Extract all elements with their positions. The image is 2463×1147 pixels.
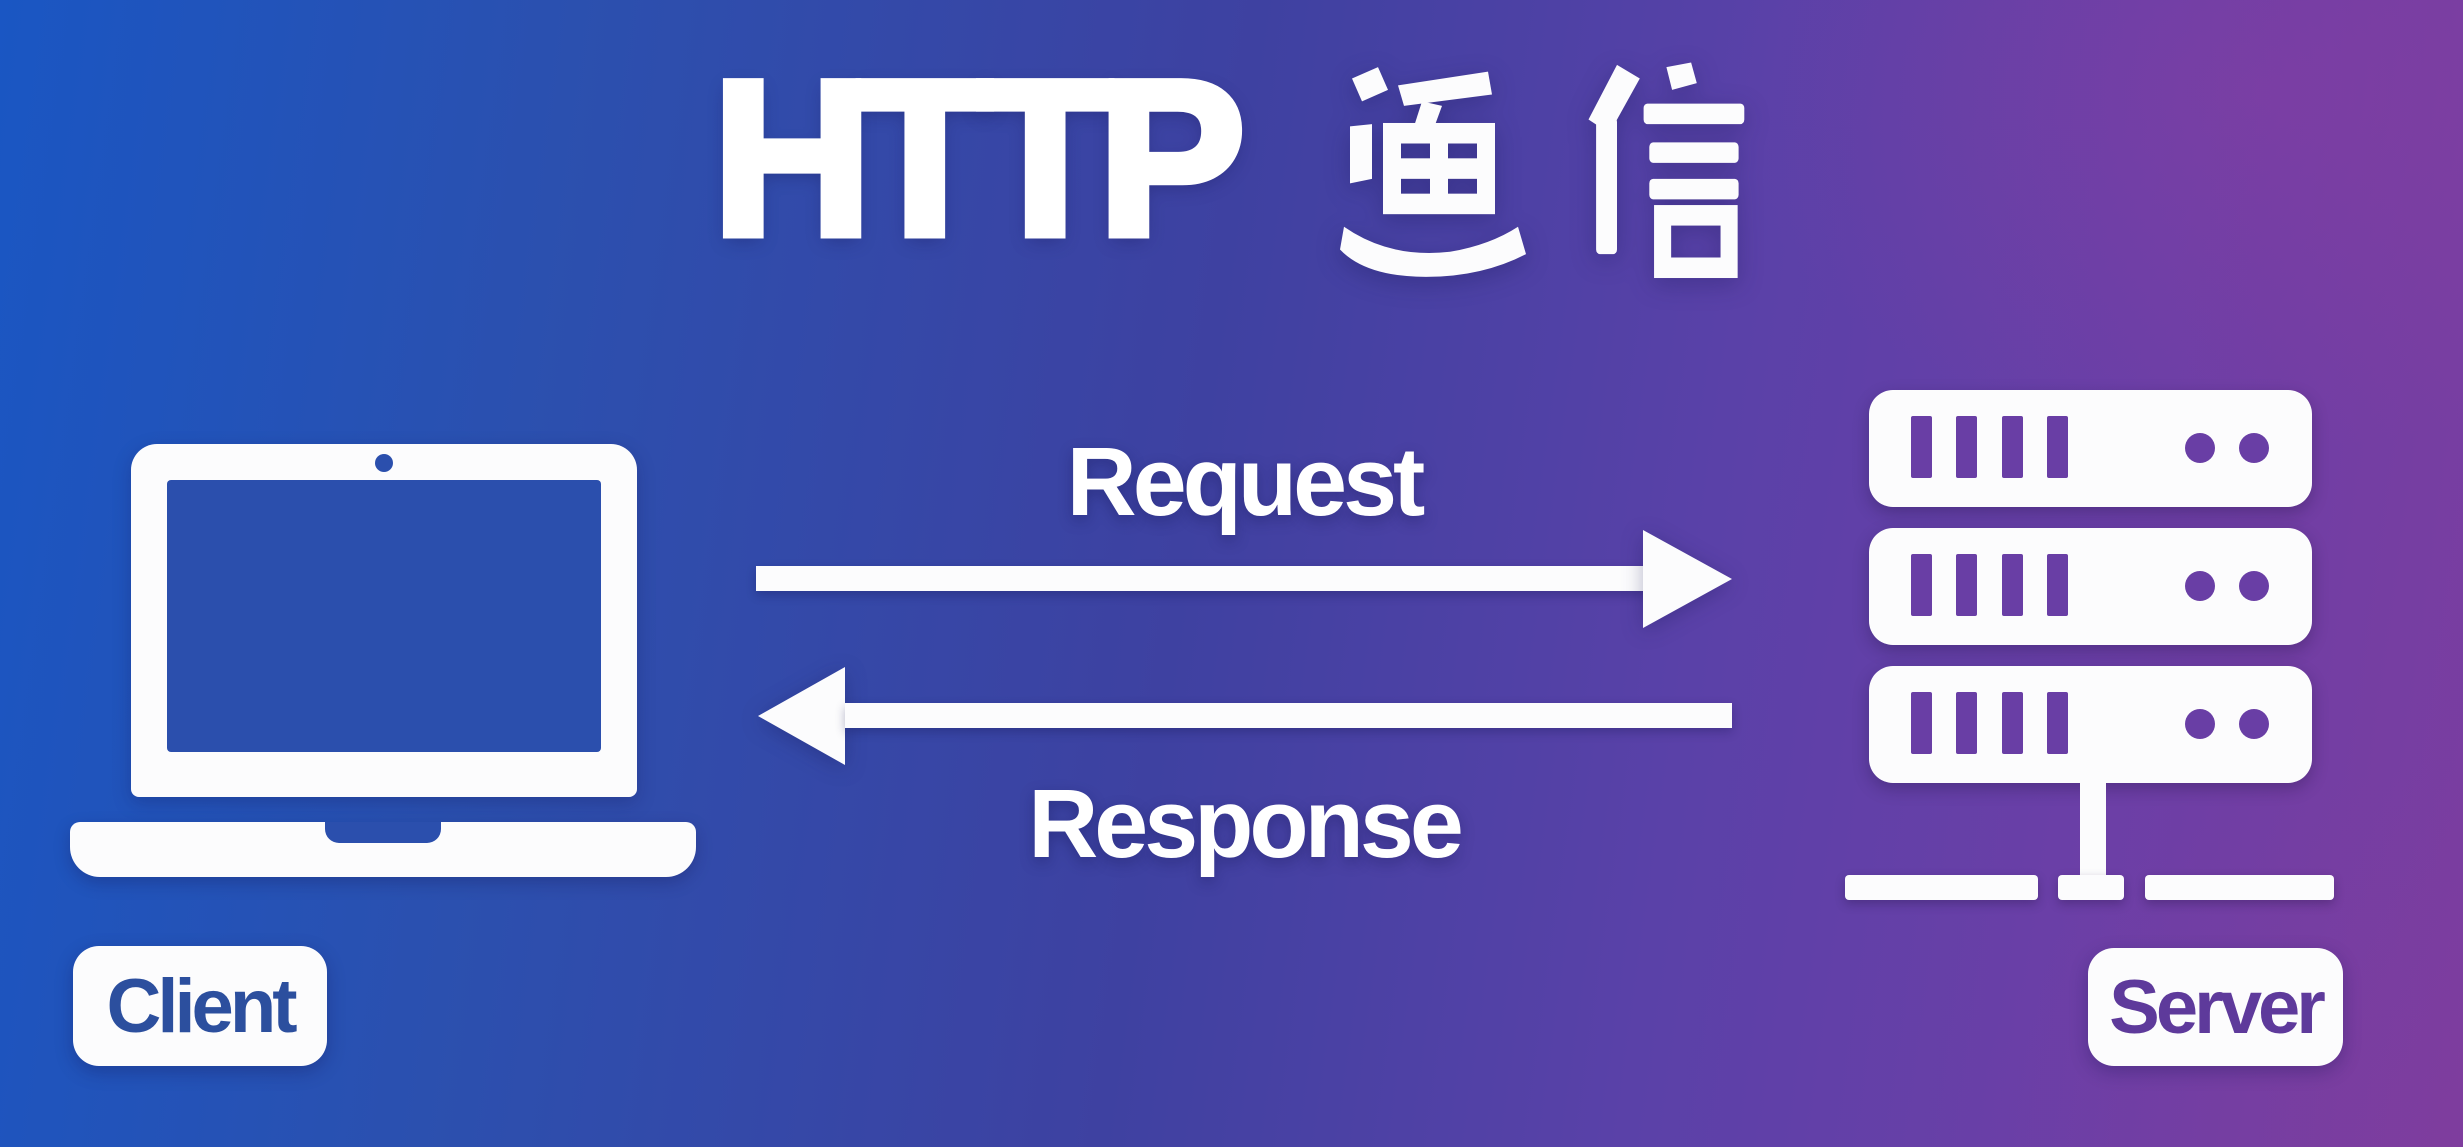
rack-led — [2239, 709, 2269, 739]
page-title: HTTP — [0, 35, 2463, 286]
rack-led — [2185, 709, 2215, 739]
cjk-glyph-xin — [1588, 62, 1745, 279]
laptop-camera-dot — [375, 454, 393, 472]
server-rack-icon — [1869, 390, 2312, 507]
cjk-glyph-tong — [1340, 67, 1527, 277]
client-label: Client — [73, 946, 327, 1066]
rack-slot — [2002, 416, 2023, 478]
server-base-line — [2145, 875, 2334, 900]
rack-slot — [1911, 554, 1932, 616]
laptop-notch — [325, 822, 441, 843]
rack-slot — [1911, 416, 1932, 478]
title-latin-text: HTTP — [708, 35, 1275, 281]
server-base-line — [2058, 875, 2124, 900]
request-arrow-shaft — [756, 566, 1648, 591]
rack-slot — [1956, 554, 1977, 616]
response-label: Response — [1028, 769, 1464, 878]
rack-led — [2185, 571, 2215, 601]
laptop-icon — [131, 444, 637, 797]
laptop-screen — [167, 480, 601, 752]
rack-led — [2185, 433, 2215, 463]
rack-slot — [1956, 416, 1977, 478]
rack-slot — [2047, 416, 2068, 478]
title-cjk-text — [1338, 58, 1750, 286]
rack-slot — [2002, 692, 2023, 754]
server-stem — [2080, 783, 2106, 878]
rack-slot — [2002, 554, 2023, 616]
rack-led — [2239, 433, 2269, 463]
rack-slot — [2047, 692, 2068, 754]
rack-slot — [2047, 554, 2068, 616]
request-label: Request — [1066, 427, 1426, 536]
server-rack-unit — [1869, 528, 2312, 645]
rack-slot — [1956, 692, 1977, 754]
laptop-base — [70, 822, 696, 877]
server-base-line — [1845, 875, 2038, 900]
rack-slot — [1911, 692, 1932, 754]
rack-led — [2239, 571, 2269, 601]
request-arrow-right-icon — [1643, 530, 1732, 628]
server-rack-unit — [1869, 666, 2312, 783]
server-label: Server — [2088, 948, 2343, 1066]
response-arrow-left-icon — [758, 667, 845, 765]
response-arrow-shaft — [845, 703, 1732, 728]
